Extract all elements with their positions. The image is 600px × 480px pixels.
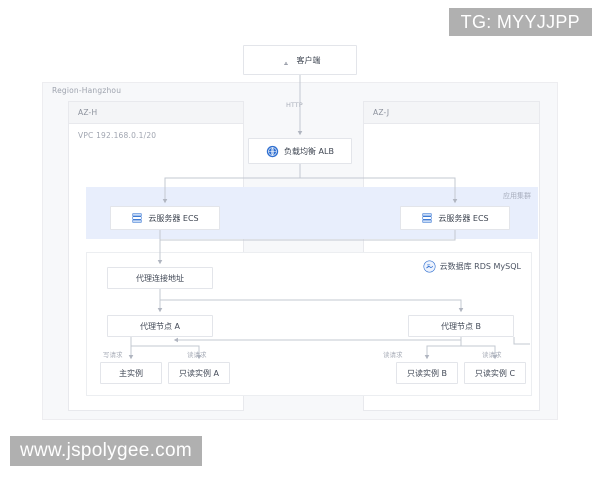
az-j-label: AZ-J <box>373 108 390 117</box>
node-ecs-a-label: 云服务器 ECS <box>148 213 199 223</box>
edge-label-read-request-c: 读请求 <box>482 351 502 359</box>
node-alb-label: 负载均衡 ALB <box>284 146 334 156</box>
node-proxy-b-label: 代理节点 B <box>440 321 482 331</box>
node-ecs-a[interactable]: 云服务器 ECS <box>110 206 220 230</box>
node-ecs-b-label: 云服务器 ECS <box>438 213 489 223</box>
edge-label-http: HTTP <box>286 101 303 109</box>
server-icon <box>132 213 142 223</box>
az-h-label: AZ-H <box>78 108 98 117</box>
node-client-label: 客户端 <box>296 55 321 65</box>
node-proxy-a[interactable]: 代理节点 A <box>107 315 213 337</box>
rds-label: 云数据库 RDS MySQL <box>439 262 521 271</box>
node-readonly-instance-b[interactable]: 只读实例 B <box>396 362 458 384</box>
site-watermark: www.jspolygee.com <box>10 436 202 466</box>
az-h-header: AZ-H <box>69 102 243 124</box>
monitor-icon <box>283 61 288 65</box>
node-client[interactable]: 客户端 <box>243 45 357 75</box>
node-primary-instance[interactable]: 主实例 <box>100 362 162 384</box>
edge-label-write-request: 写请求 <box>103 351 123 359</box>
rds-title: 云数据库 RDS MySQL <box>423 260 521 273</box>
load-balancer-icon <box>266 145 279 157</box>
node-readonly-instance-c[interactable]: 只读实例 C <box>464 362 526 384</box>
telegram-watermark: TG: MYYJJPP <box>448 8 592 36</box>
rds-mysql-icon <box>423 260 436 273</box>
node-primary-label: 主实例 <box>119 368 143 378</box>
edge-label-read-request-a: 读请求 <box>187 351 207 359</box>
node-ro-c-label: 只读实例 C <box>474 368 516 378</box>
node-alb[interactable]: 负载均衡 ALB <box>248 138 352 164</box>
node-readonly-instance-a[interactable]: 只读实例 A <box>168 362 230 384</box>
node-proxy-b[interactable]: 代理节点 B <box>408 315 514 337</box>
region-label: Region-Hangzhou <box>52 86 122 95</box>
node-proxy-connection-address[interactable]: 代理连接地址 <box>107 267 213 289</box>
node-ro-b-label: 只读实例 B <box>406 368 448 378</box>
edge-label-read-request-b: 读请求 <box>383 351 403 359</box>
node-ecs-b[interactable]: 云服务器 ECS <box>400 206 510 230</box>
node-proxy-a-label: 代理节点 A <box>139 321 180 331</box>
node-proxy-addr-label: 代理连接地址 <box>136 273 184 283</box>
app-cluster-label: 应用集群 <box>503 192 531 200</box>
vpc-label: VPC 192.168.0.1/20 <box>78 131 157 140</box>
server-icon <box>422 213 432 223</box>
node-ro-a-label: 只读实例 A <box>178 368 219 378</box>
az-j-header: AZ-J <box>364 102 539 124</box>
